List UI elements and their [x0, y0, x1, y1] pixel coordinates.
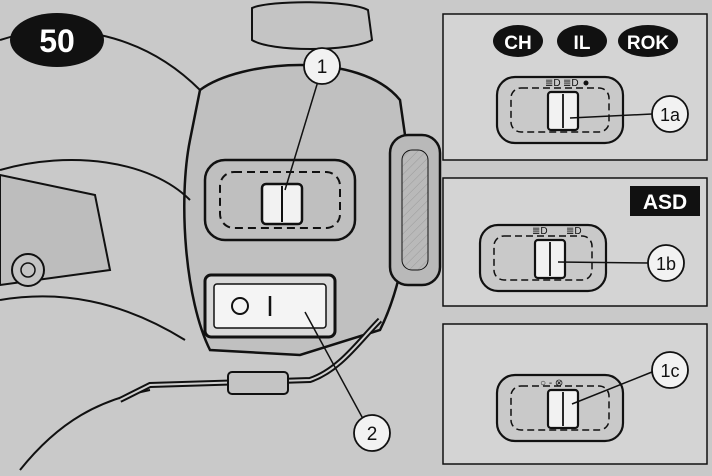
inset-panel-1b: ASD ≣D ≣D 1b	[442, 177, 708, 307]
light-switch-bezel	[219, 171, 341, 229]
badge-ch: CH	[504, 33, 531, 54]
asd-badge	[630, 186, 700, 216]
callout-1b-label: 1b	[656, 254, 676, 274]
callout-1: 1	[303, 47, 341, 85]
callout-1a	[651, 95, 689, 133]
power-icon	[231, 297, 249, 315]
low-beam-icon-1b: ≣D	[566, 226, 582, 237]
leader-line-1	[284, 67, 323, 191]
country-badges: CH IL ROK	[493, 25, 678, 57]
callout-2-label: 2	[367, 424, 378, 445]
figure-number: 50	[39, 23, 75, 59]
callout-2: 2	[353, 414, 391, 452]
badge-rok: ROK	[627, 33, 670, 54]
callout-1c-label: 1c	[660, 361, 679, 381]
leader-line-1a	[569, 113, 653, 119]
light-mode-icons-1c: ○ - ⊗	[540, 378, 563, 389]
switch-1a-bezel	[510, 87, 610, 133]
switch-1c-bezel	[510, 385, 610, 431]
high-beam-icon-1a: ≣D	[545, 78, 561, 89]
leader-line-1b	[557, 261, 651, 264]
callout-1c	[651, 351, 689, 389]
mounting-screw	[11, 253, 45, 287]
inset-panel-1a: CH IL ROK ≣D ≣D 1a	[442, 13, 708, 161]
high-beam-icon-1b: ≣D	[532, 226, 548, 237]
leader-line-1c	[571, 371, 653, 405]
leader-line-2	[304, 311, 369, 429]
position-dot-1a	[583, 80, 589, 86]
cable-connector	[227, 371, 289, 395]
mirror-stem	[251, 1, 374, 50]
figure-number-badge: 50	[10, 13, 104, 67]
switch-1b-bezel	[493, 235, 593, 281]
callout-1b	[647, 244, 685, 282]
grip-texture	[401, 149, 429, 271]
asd-badge-label: ASD	[643, 191, 687, 214]
callout-1a-label: 1a	[660, 105, 681, 125]
handlebar-illustration	[0, 1, 442, 471]
inset-panel-1c: ○ - ⊗ 1c	[442, 323, 708, 465]
low-beam-icon-1a: ≣D	[563, 78, 579, 89]
mounting-screw-inner	[20, 262, 36, 278]
callout-1-label: 1	[317, 57, 328, 78]
badge-il: IL	[574, 33, 591, 54]
